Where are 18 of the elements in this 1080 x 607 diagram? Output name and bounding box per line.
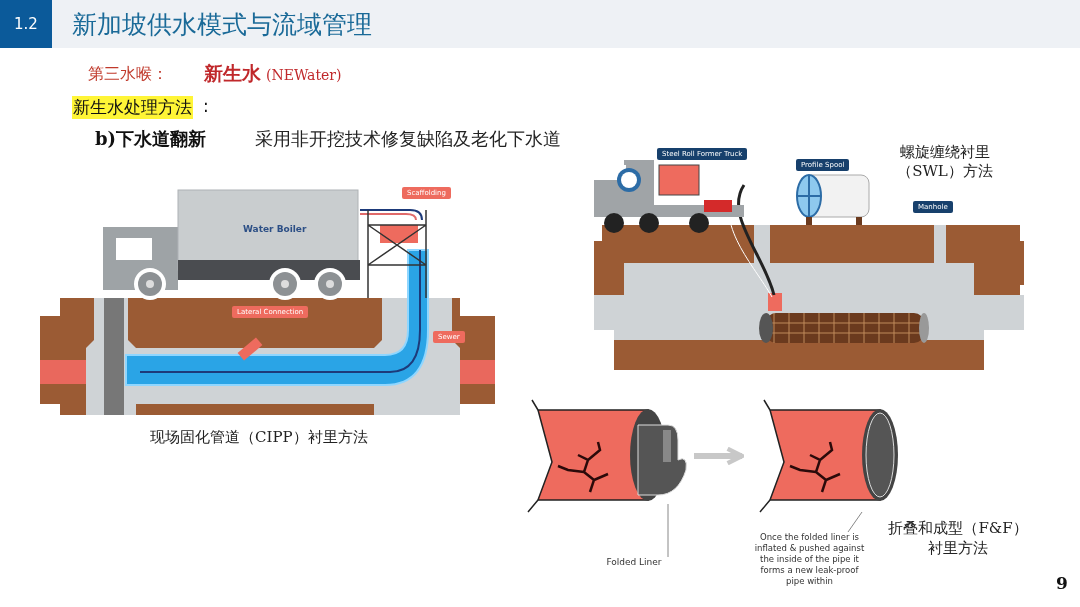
- note-text: Once the folded liner is inflated & pushed against the inside of the pipe it forms a new leak-proof pipe within: [752, 532, 867, 587]
- subtitle-text: (NEWater): [266, 67, 342, 83]
- leader-line: [667, 503, 669, 558]
- leader-line: [847, 511, 863, 533]
- subtitle-text: 新生水: [204, 61, 261, 86]
- figure-caption: 现场固化管道（CIPP）衬里方法: [150, 428, 368, 447]
- highlighted-heading: 新生水处理方法: [72, 96, 193, 119]
- truck-label: Water Boiler: [243, 224, 307, 234]
- chevron-arrow: [694, 446, 745, 466]
- section-badge: 1.2: [0, 0, 52, 48]
- figure-caption: 螺旋缠绕衬里（SWL）方法: [896, 143, 994, 181]
- section-heading: b)下水道翻新: [95, 127, 207, 151]
- description-text: 采用非开挖技术修复缺陷及老化下水道: [255, 127, 561, 151]
- heading-colon: :: [203, 96, 209, 116]
- page-number: 9: [1056, 573, 1068, 593]
- subtitle-text: 第三水喉：: [88, 64, 168, 85]
- figure-caption: 折叠和成型（F&F）衬里方法: [887, 518, 1029, 558]
- slide-title: 新加坡供水模式与流域管理: [72, 9, 372, 41]
